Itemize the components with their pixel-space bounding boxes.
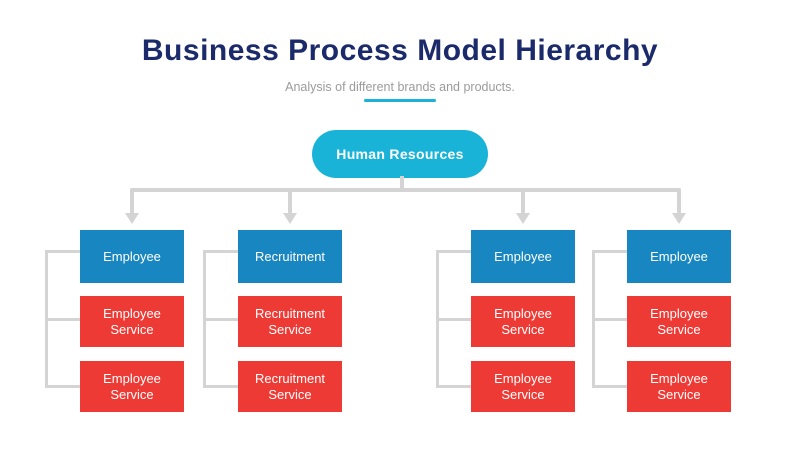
bracket-stub (45, 318, 80, 321)
node-label: Employee Service (103, 370, 161, 402)
page-title: Business Process Model Hierarchy (141, 34, 659, 67)
hierarchy-column-4: Employee Employee Service Employee Servi… (592, 230, 731, 412)
bracket-stub (436, 385, 471, 388)
root-node-human-resources: Human Resources (312, 130, 488, 178)
node-header: Employee (80, 230, 184, 283)
connector-stem-column-4 (677, 188, 681, 214)
node-label: Employee (103, 248, 161, 264)
node-header: Employee (627, 230, 731, 283)
connector-root-stem (400, 176, 404, 192)
bracket-stub (592, 250, 627, 253)
node-child: Employee Service (627, 361, 731, 412)
node-child: Employee Service (627, 296, 731, 347)
bracket-stub (592, 318, 627, 321)
page-subtitle: Analysis of different brands and product… (285, 80, 515, 94)
hierarchy-column-3: Employee Employee Service Employee Servi… (436, 230, 575, 412)
node-label: Employee Service (650, 370, 708, 402)
node-label: Recruitment (254, 248, 326, 264)
node-label: Employee Service (650, 305, 708, 337)
hierarchy-column-1: Employee Employee Service Employee Servi… (45, 230, 184, 412)
bracket-stub (436, 318, 471, 321)
arrow-down-icon (124, 213, 139, 224)
bracket-stub (203, 250, 238, 253)
node-label: Recruitment Service (254, 305, 326, 337)
accent-divider (364, 99, 436, 102)
node-label: Recruitment Service (254, 370, 326, 402)
node-label: Employee Service (494, 370, 552, 402)
node-label: Employee Service (103, 305, 161, 337)
root-node-label: Human Resources (336, 146, 464, 162)
bracket-stub (592, 385, 627, 388)
node-label: Employee (650, 248, 708, 264)
node-header: Employee (471, 230, 575, 283)
node-child: Employee Service (80, 361, 184, 412)
node-child: Employee Service (471, 361, 575, 412)
bracket-stub (203, 385, 238, 388)
node-child: Employee Service (80, 296, 184, 347)
connector-stem-column-1 (130, 188, 134, 214)
bracket-stub (203, 318, 238, 321)
connector-stem-column-3 (521, 188, 525, 214)
bracket-stub (436, 250, 471, 253)
node-child: Recruitment Service (238, 361, 342, 412)
arrow-down-icon (671, 213, 686, 224)
connector-horizontal-line (130, 188, 681, 192)
arrow-down-icon (282, 213, 297, 224)
connector-stem-column-2 (288, 188, 292, 214)
bracket-stub (45, 385, 80, 388)
node-label: Employee (494, 248, 552, 264)
node-label: Employee Service (494, 305, 552, 337)
bracket-stub (45, 250, 80, 253)
hierarchy-column-2: Recruitment Recruitment Service Recruitm… (203, 230, 342, 412)
node-header: Recruitment (238, 230, 342, 283)
arrow-down-icon (515, 213, 530, 224)
node-child: Employee Service (471, 296, 575, 347)
node-child: Recruitment Service (238, 296, 342, 347)
